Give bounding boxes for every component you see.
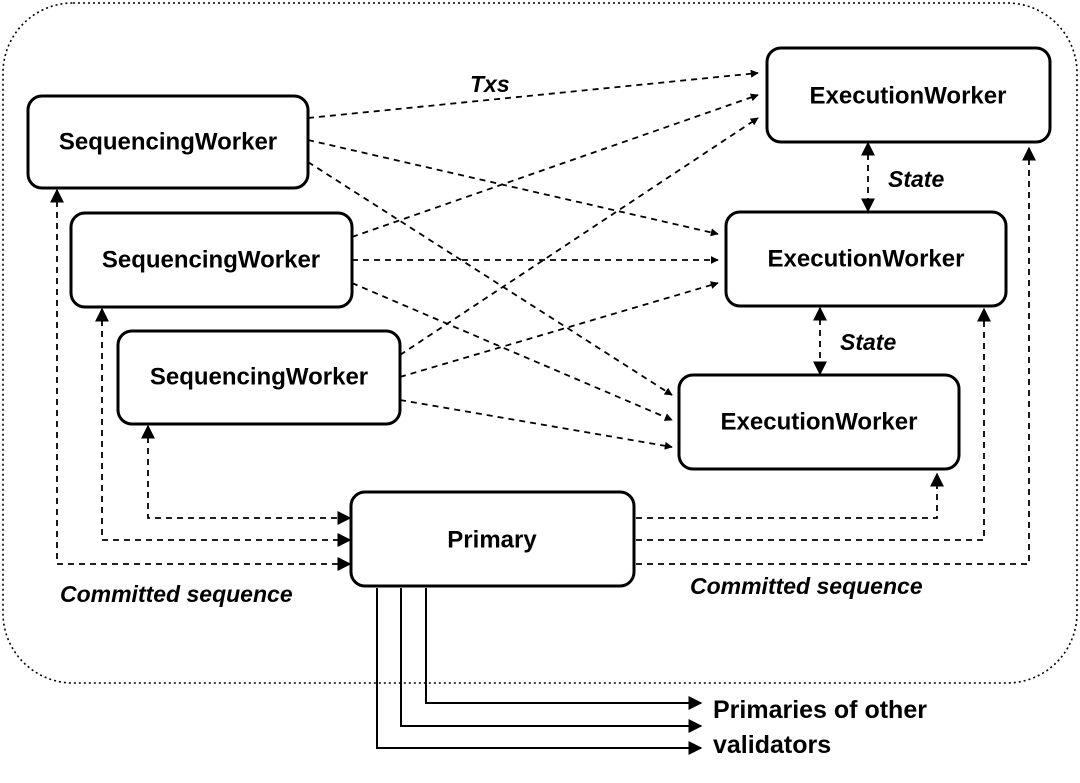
sequencing-worker-3-label: SequencingWorker [150,364,368,391]
state-label-1: State [888,166,944,192]
primary-node: Primary [349,490,636,588]
edge-primary-ext1 [425,588,703,710]
primary-label: Primary [447,527,537,554]
state-label-2: State [840,329,896,355]
edge-seq1-exec2 [307,139,719,237]
external-primaries-label-line1: Primaries of other [713,696,927,724]
execution-worker-3-label: ExecutionWorker [721,409,918,436]
edge-primary-seq1 [50,188,352,571]
txs-edges [307,69,759,450]
edge-primary-ext3 [376,588,703,755]
edge-primary-exec3 [636,472,944,519]
external-edges [376,588,703,755]
edge-primary-seq3 [141,424,352,525]
edge-primary-exec2 [636,307,991,541]
committed-sequence-right-edges [636,146,1036,565]
committed-sequence-right-label: Committed sequence [690,573,923,599]
committed-sequence-left-edges [50,188,352,571]
execution-worker-2: ExecutionWorker [724,210,1008,308]
execution-worker-1: ExecutionWorker [765,46,1052,144]
sequencing-worker-3: SequencingWorker [116,329,402,426]
committed-sequence-left-label: Committed sequence [60,581,293,607]
edge-seq3-exec3 [399,399,673,450]
edge-primary-ext2 [400,588,703,733]
execution-worker-2-label: ExecutionWorker [768,246,965,273]
edge-seq2-exec3 [351,282,673,421]
execution-worker-3: ExecutionWorker [677,373,961,471]
validator-boundary [2,2,1078,684]
sequencing-worker-1-label: SequencingWorker [59,129,277,156]
edge-seq3-exec1 [399,117,759,356]
sequencing-worker-1: SequencingWorker [26,94,310,190]
sequencing-worker-2-label: SequencingWorker [102,247,320,274]
edge-primary-exec1 [636,146,1036,565]
external-primaries-label-line2: validators [713,731,831,759]
edge-seq2-exec1 [351,93,759,238]
sequencing-worker-2: SequencingWorker [69,211,354,309]
edge-seq1-exec1 [307,69,759,119]
txs-label: Txs [470,71,510,97]
edge-seq3-exec2 [399,281,719,378]
execution-worker-1-label: ExecutionWorker [810,83,1007,110]
